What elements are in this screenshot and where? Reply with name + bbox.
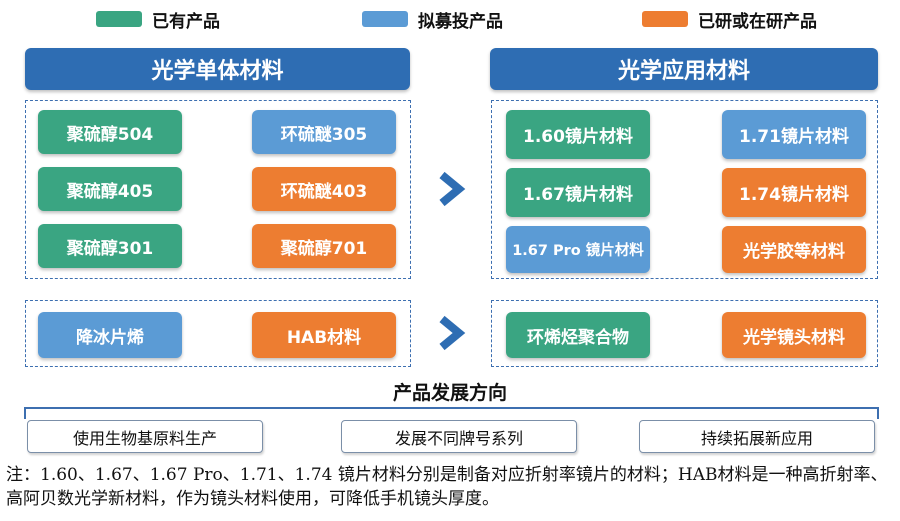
legend-existing: 已有产品: [96, 8, 220, 32]
directions-title: 产品发展方向: [392, 382, 507, 404]
left-bottom-group: [25, 300, 411, 367]
chip-episulfide-305: 环硫醚305: [252, 110, 396, 154]
right-top-group: [491, 100, 878, 279]
chip-cyclic-olefin-polymer: 环烯烃聚合物: [506, 312, 650, 358]
direction-grade-series: 发展不同牌号系列: [341, 420, 577, 453]
chip-polythiol-405: 聚硫醇405: [38, 167, 182, 211]
chip-polythiol-301: 聚硫醇301: [38, 224, 182, 268]
chevron-right-icon: [439, 315, 466, 351]
direction-new-applications: 持续拓展新应用: [639, 420, 875, 453]
legend-swatch-planned: [362, 11, 408, 27]
chip-polythiol-504: 聚硫醇504: [38, 110, 182, 154]
direction-bio-based: 使用生物基原料生产: [27, 420, 263, 453]
chip-optical-adhesive: 光学胶等材料: [722, 226, 866, 273]
legend-label-developing: 已研或在研产品: [698, 11, 817, 32]
chip-lens-167: 1.67镜片材料: [506, 168, 650, 217]
right-header: 光学应用材料: [490, 48, 878, 90]
legend-swatch-existing: [96, 11, 142, 27]
legend-label-existing: 已有产品: [152, 11, 220, 32]
chip-lens-160: 1.60镜片材料: [506, 110, 650, 159]
chip-lens-167-pro: 1.67 Pro 镜片材料: [506, 226, 650, 273]
chip-norbornene: 降冰片烯: [38, 312, 182, 358]
chip-lens-174: 1.74镜片材料: [722, 168, 866, 217]
left-header: 光学单体材料: [25, 48, 410, 90]
legend-planned: 拟募投产品: [362, 8, 503, 32]
chip-lens-171: 1.71镜片材料: [722, 110, 866, 159]
chip-optical-lens-material: 光学镜头材料: [722, 312, 866, 358]
chip-polythiol-701: 聚硫醇701: [252, 224, 396, 268]
chip-hab-material: HAB材料: [252, 312, 396, 358]
right-bottom-group: [491, 300, 878, 367]
footnote: 注：1.60、1.67、1.67 Pro、1.71、1.74 镜片材料分别是制备…: [6, 465, 888, 509]
directions-bracket: [24, 407, 879, 419]
legend-developing: 已研或在研产品: [642, 8, 817, 32]
chevron-right-icon: [439, 171, 466, 207]
left-top-group: [25, 100, 411, 279]
chip-episulfide-403: 环硫醚403: [252, 167, 396, 211]
legend-swatch-developing: [642, 11, 688, 27]
legend-label-planned: 拟募投产品: [418, 11, 503, 32]
